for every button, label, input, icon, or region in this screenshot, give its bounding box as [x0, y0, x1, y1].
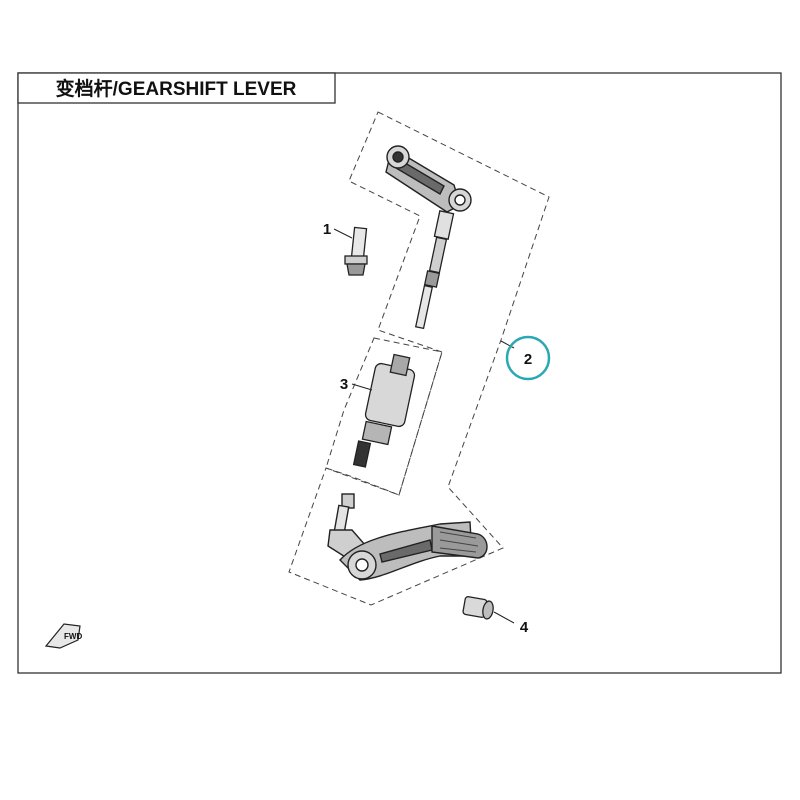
shift-sensor — [352, 353, 416, 468]
callout-2: 2 — [524, 351, 532, 368]
flange-bolt — [344, 226, 368, 276]
diagram-title: 变档杆/GEARSHIFT LEVER — [56, 77, 297, 100]
diagram-border — [17, 72, 782, 674]
callout-1: 1 — [323, 221, 331, 238]
lever-pin — [462, 596, 494, 620]
callout-2-highlight-ring — [505, 335, 551, 381]
upper-linkage-arm — [385, 145, 472, 213]
callout-3: 3 — [340, 376, 348, 393]
callout-4: 4 — [520, 619, 529, 636]
fwd-label: FWD — [64, 632, 82, 641]
leader-lines — [333, 228, 515, 624]
fwd-direction-icon: FWD — [44, 623, 82, 649]
shift-lever — [327, 493, 488, 581]
shift-rod-upper — [414, 210, 455, 330]
title-box — [17, 72, 336, 104]
